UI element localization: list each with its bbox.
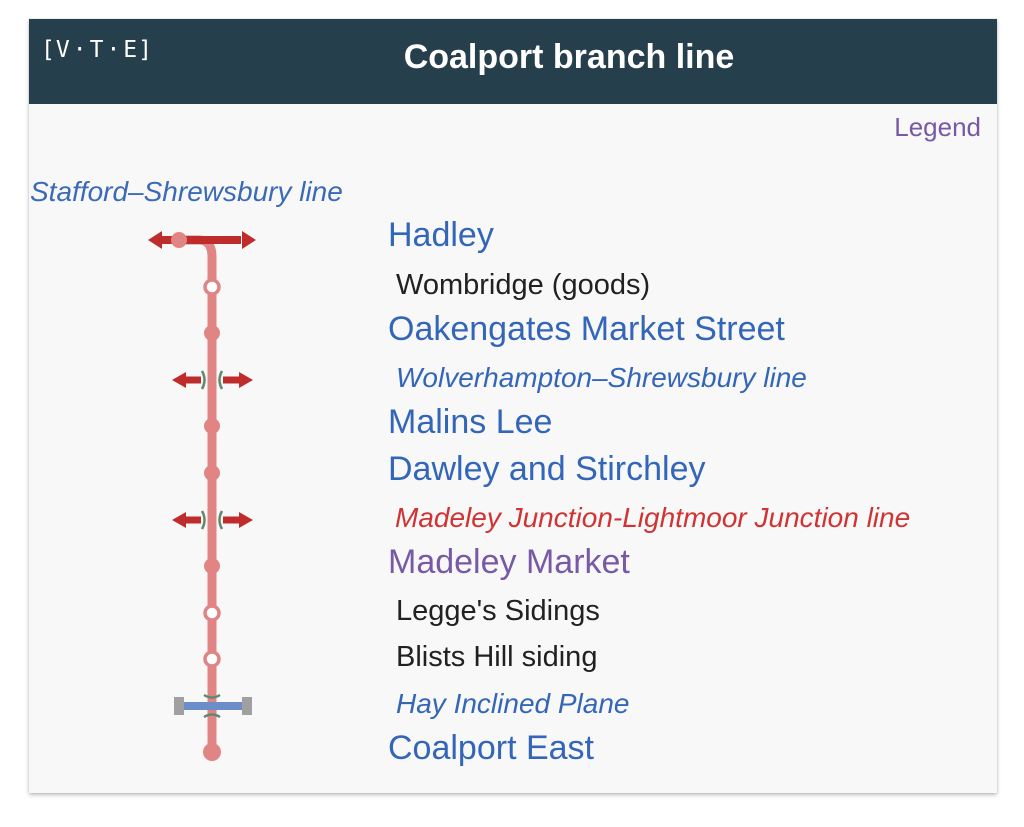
- station-malins-lee[interactable]: Malins Lee: [388, 403, 553, 441]
- vte-links: [ V · T · E ]: [41, 37, 153, 63]
- route-map: [148, 231, 256, 761]
- diagram-title: Coalport branch line: [403, 38, 735, 76]
- station-madeley-market[interactable]: Madeley Market: [388, 543, 630, 581]
- legges-sidings: Legge's Sidings: [396, 595, 600, 627]
- station-dawley-and-stirchley[interactable]: Dawley and Stirchley: [388, 450, 706, 488]
- siding-marker: [203, 650, 221, 668]
- station-marker: [204, 325, 220, 341]
- terminus-marker: [203, 743, 221, 761]
- blists-hill-siding: Blists Hill siding: [396, 641, 598, 673]
- vte-separator: ·: [106, 37, 122, 63]
- station-marker: [204, 465, 220, 481]
- station-marker: [171, 232, 187, 248]
- legend-link[interactable]: Legend: [894, 112, 981, 142]
- goods-marker: [203, 278, 221, 296]
- view-template-link[interactable]: V: [55, 37, 71, 63]
- hay-inclined-plane-link[interactable]: Hay Inclined Plane: [396, 688, 630, 719]
- station-hadley[interactable]: Hadley: [388, 216, 494, 254]
- header-bar: [ V · T · E ] Coalport branch line: [29, 19, 997, 104]
- arrow-left-icon: [148, 231, 162, 249]
- underpass-crossing-icon: [172, 510, 253, 530]
- talk-template-link[interactable]: T: [89, 37, 105, 63]
- station-marker: [204, 558, 220, 574]
- station-coalport-east[interactable]: Coalport East: [388, 729, 594, 767]
- station-oakengates-market-street[interactable]: Oakengates Market Street: [388, 310, 785, 348]
- vte-bracket-close: ]: [138, 37, 154, 63]
- siding-marker: [203, 604, 221, 622]
- madeley-junction-lightmoor-junction-line-link[interactable]: Madeley Junction-Lightmoor Junction line: [395, 502, 911, 533]
- arrow-right-icon: [242, 231, 256, 249]
- wolverhampton-shrewsbury-line-link[interactable]: Wolverhampton–Shrewsbury line: [396, 362, 807, 393]
- incline-bridge-icon: [174, 693, 252, 719]
- station-wombridge-goods: Wombridge (goods): [396, 269, 651, 301]
- vte-bracket-open: [: [41, 37, 56, 63]
- route-line: [179, 235, 217, 752]
- stafford-shrewsbury-line-link[interactable]: Stafford–Shrewsbury line: [30, 176, 343, 207]
- underpass-crossing-icon: [172, 370, 253, 390]
- route-diagram-card: [ V · T · E ] Coalport branch line Legen…: [29, 19, 997, 793]
- station-marker: [204, 418, 220, 434]
- edit-template-link[interactable]: E: [123, 37, 139, 63]
- vte-separator: ·: [72, 37, 88, 63]
